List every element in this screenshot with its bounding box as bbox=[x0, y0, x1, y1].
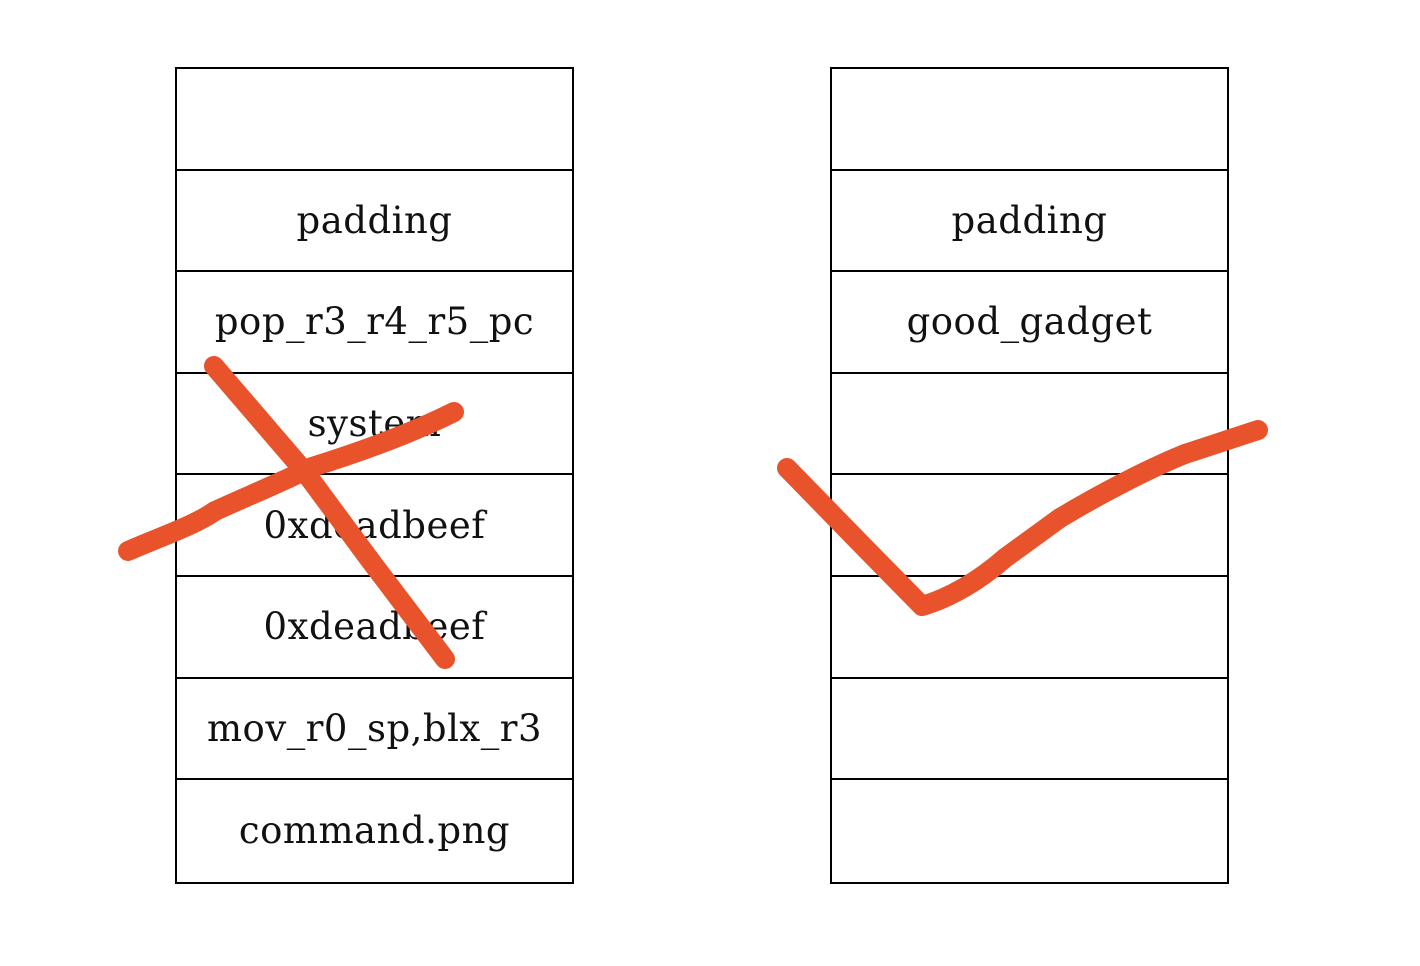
stack-cell bbox=[832, 577, 1227, 679]
stack-cell-padding: padding bbox=[177, 171, 572, 273]
stack-cell-padding: padding bbox=[832, 171, 1227, 273]
stack-cell-system: system bbox=[177, 374, 572, 476]
stack-cell bbox=[177, 69, 572, 171]
stack-cell-good-gadget: good_gadget bbox=[832, 272, 1227, 374]
stack-cell bbox=[832, 780, 1227, 882]
stack-cell-deadbeef: 0xdeadbeef bbox=[177, 577, 572, 679]
stack-cell bbox=[832, 679, 1227, 781]
stack-cell bbox=[832, 69, 1227, 171]
stack-cell-mov-gadget: mov_r0_sp,blx_r3 bbox=[177, 679, 572, 781]
stack-cell bbox=[832, 374, 1227, 476]
stack-right: padding good_gadget bbox=[830, 67, 1229, 884]
stack-cell-deadbeef: 0xdeadbeef bbox=[177, 475, 572, 577]
stack-cell bbox=[832, 475, 1227, 577]
stack-cell-command: command.png bbox=[238, 809, 511, 853]
stack-left: padding pop_r3_r4_r5_pc system 0xdeadbee… bbox=[175, 67, 574, 884]
stack-cell-pop-gadget: pop_r3_r4_r5_pc bbox=[177, 272, 572, 374]
